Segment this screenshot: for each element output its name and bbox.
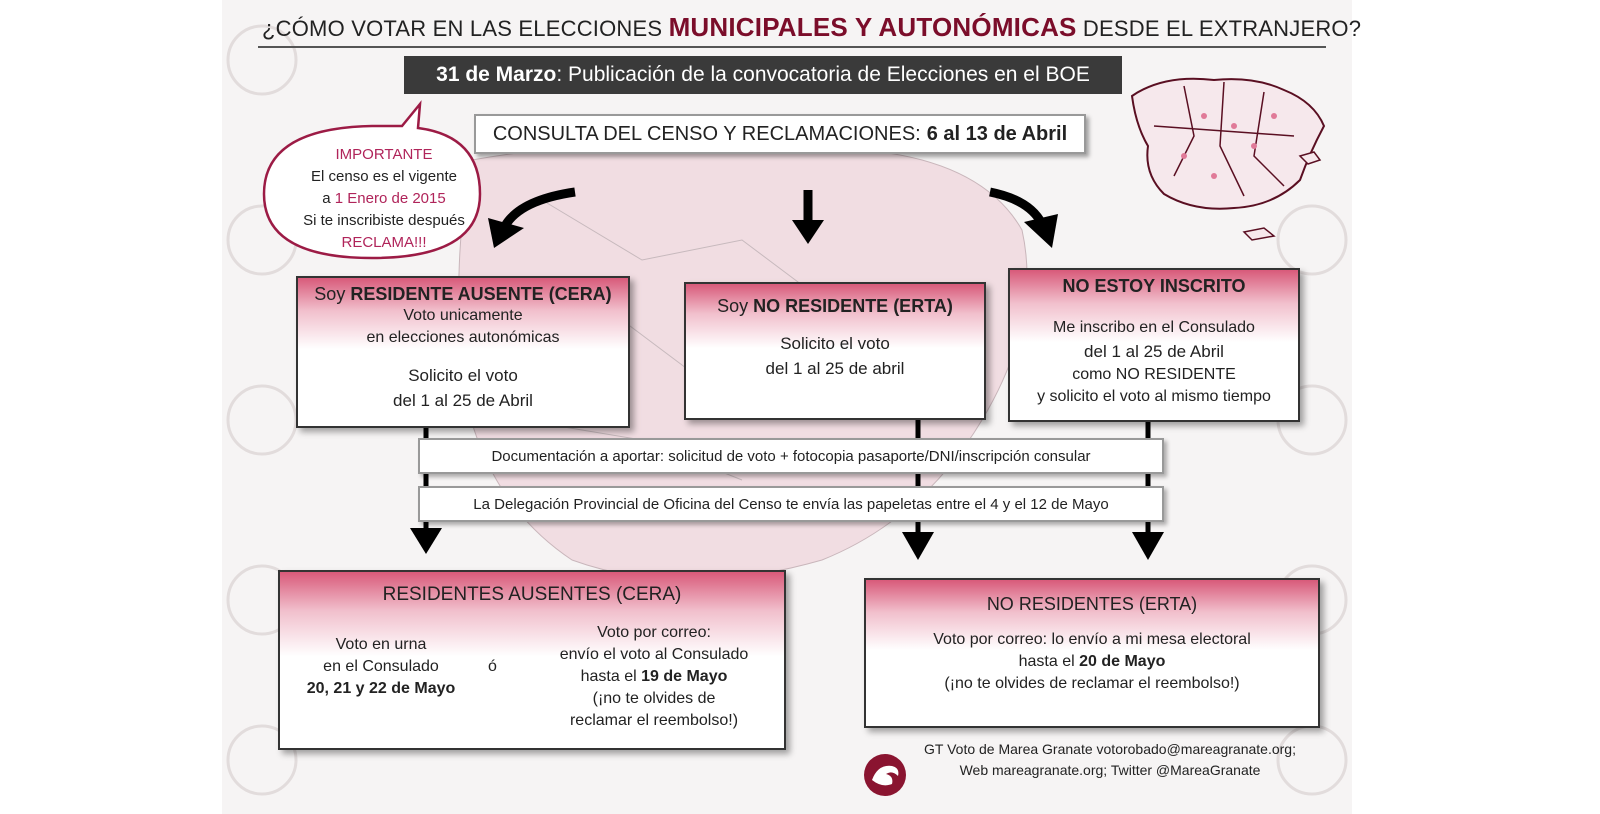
correo-line5: reclamar el reembolso!)	[569, 712, 739, 729]
cera-box-line3: Solicito el voto	[408, 366, 518, 385]
erta-result-box: NO RESIDENTES (ERTA) Voto por correo: lo…	[864, 578, 1320, 728]
noinscrito-box-line2: del 1 al 25 de Abril	[1084, 342, 1224, 361]
urna-line1: Voto en urna	[335, 636, 427, 653]
noinscrito-box-title: NO ESTOY INSCRITO	[1062, 276, 1246, 296]
erta-box-title: NO RESIDENTE (ERTA)	[753, 296, 953, 316]
correo-line1: Voto por correo:	[597, 624, 711, 641]
delegacion-text: La Delegación Provincial de Oficina del …	[473, 495, 1109, 513]
cera-box-heading: Soy RESIDENTE AUSENTE (CERA)	[314, 284, 612, 304]
urna-line2: en el Consulado	[323, 658, 439, 675]
erta-box-heading: Soy NO RESIDENTE (ERTA)	[717, 296, 953, 316]
documentacion-bar: Documentación a aportar: solicitud de vo…	[418, 438, 1164, 474]
title-pre: ¿CÓMO VOTAR EN LAS ELECCIONES	[262, 16, 663, 41]
erta-box-line1: Solicito el voto	[780, 334, 890, 353]
delegacion-bar: La Delegación Provincial de Oficina del …	[418, 486, 1164, 522]
spain-map-icon	[1130, 77, 1326, 241]
convocatoria-date: 31 de Marzo	[436, 63, 557, 86]
censo-label: CONSULTA DEL CENSO Y RECLAMACIONES:	[492, 122, 921, 145]
voto-correo: Voto por correo: envío el voto al Consul…	[544, 622, 764, 732]
footer-line2: Web mareagranate.org; Twitter @MareaGran…	[959, 762, 1261, 778]
important-note: IMPORTANTE El censo es el vigente a 1 En…	[270, 144, 498, 254]
erta-box: Soy NO RESIDENTE (ERTA) Solicito el voto…	[684, 282, 986, 420]
erta-box-line2: del 1 al 25 de abril	[765, 359, 905, 378]
footer-credits: GT Voto de Marea Granate votorobado@mare…	[900, 739, 1320, 781]
cera-box-title: RESIDENTE AUSENTE (CERA)	[350, 284, 612, 304]
title-post: DESDE EL EXTRANJERO?	[1082, 16, 1362, 41]
title-divider	[258, 46, 1326, 48]
erta-result-title: NO RESIDENTES (ERTA)	[986, 594, 1198, 614]
cera-result-title: RESIDENTES AUSENTES (CERA)	[382, 584, 682, 605]
footer-line1: GT Voto de Marea Granate votorobado@mare…	[924, 741, 1296, 757]
erta-result-line2: hasta el 20 de Mayo	[1018, 653, 1166, 670]
noinscrito-box-line4: y solicito el voto al mismo tiempo	[1037, 388, 1271, 405]
important-line3: Si te inscribiste después	[303, 212, 465, 229]
cera-box-line2: en elecciones autonómicas	[366, 329, 560, 346]
important-reclama: RECLAMA!!!	[341, 234, 427, 251]
page-title: ¿CÓMO VOTAR EN LAS ELECCIONES MUNICIPALE…	[262, 12, 1361, 43]
correo-date: 19 de Mayo	[641, 668, 728, 685]
cera-result-box: RESIDENTES AUSENTES (CERA) Voto en urna …	[278, 570, 786, 750]
cera-box: Soy RESIDENTE AUSENTE (CERA) Voto unicam…	[296, 276, 630, 428]
documentacion-text: Documentación a aportar: solicitud de vo…	[491, 447, 1091, 465]
convocatoria-banner: 31 de Marzo: Publicación de la convocato…	[404, 56, 1122, 94]
cera-box-line1: Voto unicamente	[403, 307, 523, 324]
title-highlight: MUNICIPALES Y AUTONÓMICAS	[668, 12, 1077, 42]
censo-dates: 6 al 13 de Abril	[926, 122, 1068, 145]
important-line1: El censo es el vigente	[311, 168, 457, 185]
erta-result-line3: (¡no te olvides de reclamar el reembolso…	[944, 675, 1240, 692]
marea-granate-logo-icon	[864, 754, 906, 796]
cera-box-line4: del 1 al 25 de Abril	[393, 391, 533, 410]
important-date: 1 Enero de 2015	[334, 190, 446, 207]
important-line2: a 1 Enero de 2015	[322, 190, 446, 207]
censo-banner: CONSULTA DEL CENSO Y RECLAMACIONES: 6 al…	[474, 114, 1086, 154]
urna-dates: 20, 21 y 22 de Mayo	[306, 680, 456, 697]
correo-line2: envío el voto al Consulado	[559, 646, 749, 663]
important-speech-bubble	[262, 100, 482, 260]
noinscrito-box-line3: como NO RESIDENTE	[1072, 366, 1236, 383]
noinscrito-box: NO ESTOY INSCRITO Me inscribo en el Cons…	[1008, 268, 1300, 422]
erta-result-line1: Voto por correo: lo envío a mi mesa elec…	[933, 631, 1251, 648]
voto-urna: Voto en urna en el Consulado 20, 21 y 22…	[296, 634, 466, 700]
convocatoria-text: : Publicación de la convocatoria de Elec…	[556, 63, 1090, 86]
or-separator: ó	[488, 658, 497, 675]
correo-line4: (¡no te olvides de	[592, 690, 716, 707]
erta-result-date: 20 de Mayo	[1079, 653, 1166, 670]
correo-line3: hasta el 19 de Mayo	[580, 668, 728, 685]
noinscrito-box-line1: Me inscribo en el Consulado	[1053, 319, 1255, 336]
important-heading: IMPORTANTE	[335, 146, 433, 163]
